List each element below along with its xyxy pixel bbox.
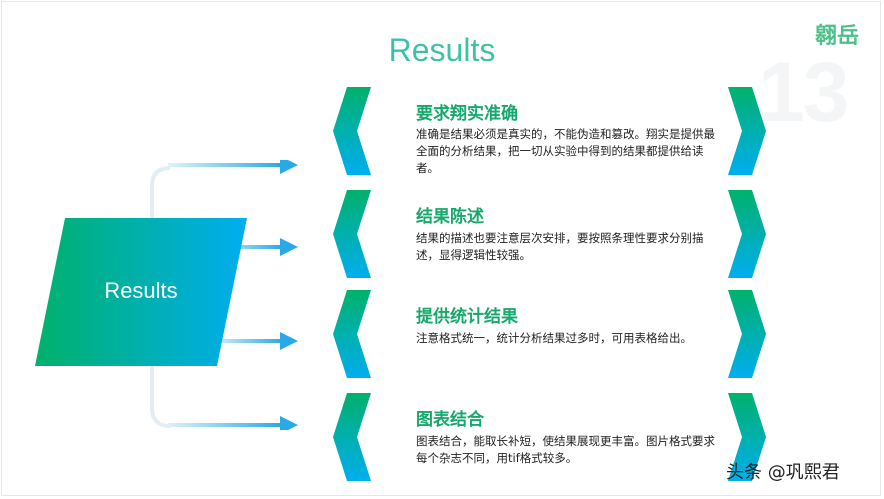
right-chevron-4 xyxy=(728,393,766,481)
arrow-3 xyxy=(210,332,298,350)
item-heading-1: 要求翔实准确 xyxy=(416,104,518,124)
left-chevron-1 xyxy=(333,87,371,175)
right-chevron-2 xyxy=(728,190,766,278)
item-heading-2: 结果陈述 xyxy=(416,207,484,227)
left-chevron-3 xyxy=(333,290,371,378)
results-box-label: Results xyxy=(104,278,178,303)
item-heading-3: 提供统计结果 xyxy=(416,307,518,327)
left-chevron-4 xyxy=(333,393,371,481)
left-chevron-2 xyxy=(333,190,371,278)
right-chevron-3 xyxy=(728,290,766,378)
brand-logo: 翱岳 xyxy=(815,18,859,50)
right-chevron-1 xyxy=(728,87,766,175)
item-body-1: 准确是结果必须是真实的，不能伪造和篡改。翔实是提供最全面的分析结果，把一切从实验… xyxy=(416,127,715,175)
item-body-3: 注意格式统一，统计分析结果过多时，可用表格给出。 xyxy=(416,331,692,345)
arrow-1 xyxy=(168,160,298,174)
slide-title: Results xyxy=(0,32,884,69)
arrow-2 xyxy=(210,238,298,256)
author-watermark: 头条 @巩熙君 xyxy=(726,462,840,483)
page-number-watermark: 13 xyxy=(758,45,849,139)
item-body-4: 图表结合，能取长补短，使结果展现更丰富。图片格式要求每个杂志不同，用tif格式较… xyxy=(416,434,715,465)
item-heading-4: 图表结合 xyxy=(416,410,484,430)
results-parallelogram xyxy=(35,218,247,366)
arrow-4 xyxy=(168,416,298,430)
item-body-2: 结果的描述也要注意层次安排，要按照条理性要求分别描述，显得逻辑性较强。 xyxy=(416,231,704,262)
